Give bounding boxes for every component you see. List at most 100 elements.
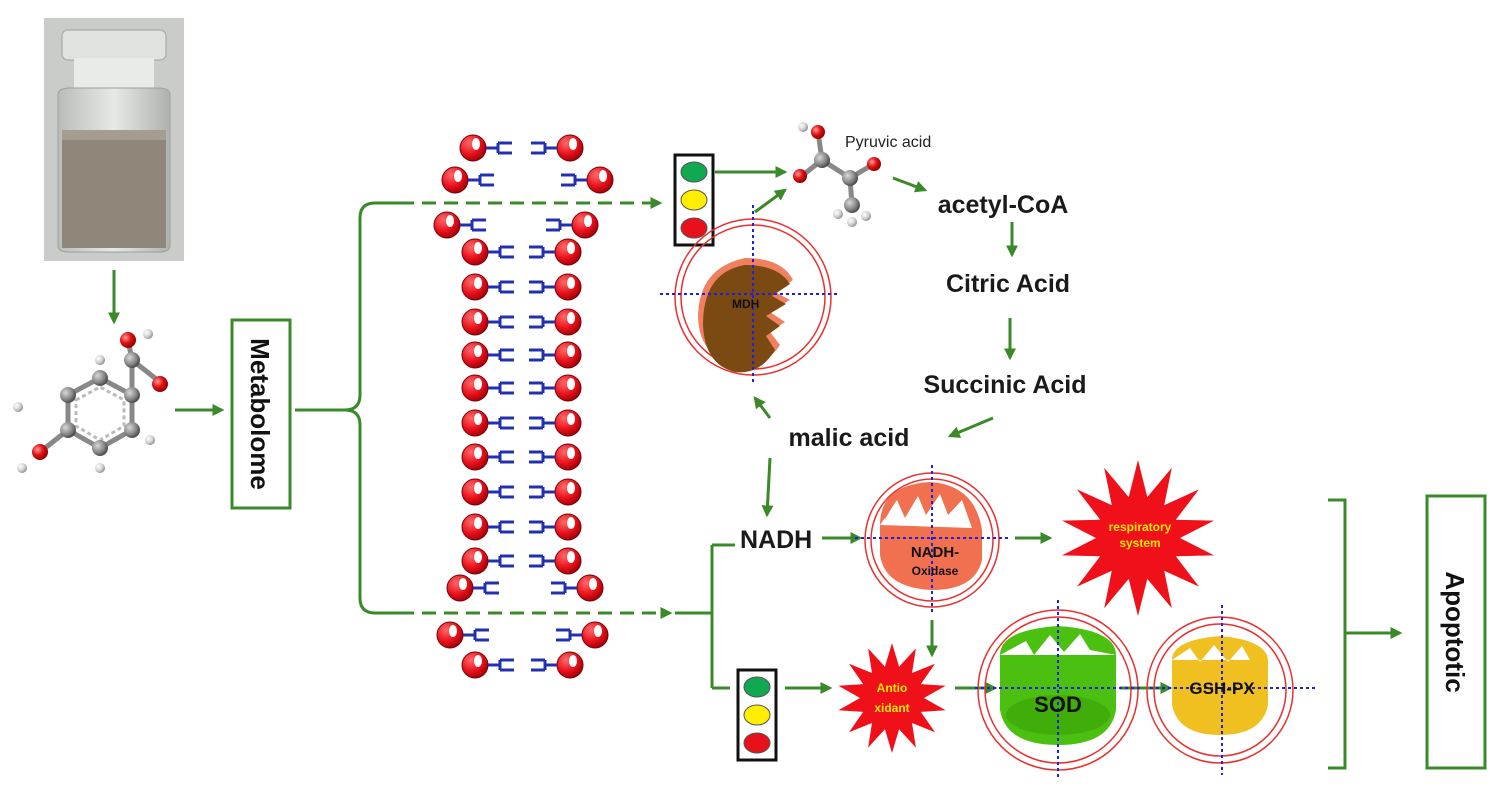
lipid-head (433, 211, 461, 239)
lipid-head (554, 443, 582, 471)
lipid-head (586, 166, 614, 194)
lipid-tail (529, 554, 555, 568)
lipid-head-highlight (567, 517, 575, 529)
lipid-tail (529, 450, 555, 464)
lipid-head-highlight (599, 170, 607, 182)
lipid-head (554, 238, 582, 266)
lipid-head (554, 273, 582, 301)
branch-lower (675, 543, 735, 690)
lipid-tail (531, 141, 557, 155)
lipid-head (576, 574, 604, 602)
nadh-oxidase-label-line2: Oxidase (912, 564, 959, 578)
malic-acid-label: malic acid (789, 424, 910, 452)
lipid-head-highlight (584, 215, 592, 227)
lipid-head-highlight (567, 277, 575, 289)
lipid-head-highlight (567, 378, 575, 390)
lipid-head-highlight (569, 138, 577, 150)
lipid-head (581, 621, 609, 649)
respiratory-label-line2: system (1119, 536, 1160, 550)
lipid-tail (486, 141, 512, 155)
mdh-enzyme: MDH (660, 205, 840, 385)
lipid-head-highlight (472, 138, 480, 150)
nadh-oxidase-label-line1: NADH- (911, 544, 959, 561)
lipid-tail (463, 628, 489, 642)
lipid-head (446, 574, 474, 602)
lipid-tail (488, 554, 514, 568)
lipid-head-highlight (569, 655, 577, 667)
antioxidant-label-line2: xidant (874, 701, 909, 715)
lipid-head (461, 513, 489, 541)
lipid-tail (468, 173, 494, 187)
metabolome-brace (295, 201, 400, 615)
pyruvic-acid-molecule (793, 122, 881, 227)
lipid-head-highlight (567, 345, 575, 357)
lipid-head (461, 308, 489, 336)
lipid-tail (473, 581, 499, 595)
lipid-head-highlight (474, 378, 482, 390)
apoptotic-box: Apoptotic (1425, 494, 1487, 770)
lipid-tail (546, 218, 572, 232)
lipid-tail (488, 658, 514, 672)
lipid-tail (531, 658, 557, 672)
lipid-tail (529, 348, 555, 362)
lipid-tail (529, 485, 555, 499)
lipid-tail (551, 581, 577, 595)
lipid-head-highlight (474, 277, 482, 289)
lipid-head (556, 134, 584, 162)
lipid-tail (488, 520, 514, 534)
sod-enzyme: SOD (975, 600, 1140, 780)
reagent-bottle-photo (44, 18, 184, 261)
lipid-tail (529, 381, 555, 395)
lipid-head (554, 341, 582, 369)
lipid-tail (460, 218, 486, 232)
lipid-head (461, 547, 489, 575)
lipid-tail (488, 280, 514, 294)
lipid-tail (529, 280, 555, 294)
sod-label: SOD (1034, 692, 1082, 717)
pyruvic-acid-label: Pyruvic acid (845, 134, 931, 151)
lipid-head (554, 409, 582, 437)
lipid-head (554, 513, 582, 541)
lipid-head (461, 273, 489, 301)
lipid-tail (488, 485, 514, 499)
lipid-head-highlight (567, 551, 575, 563)
lipid-head-highlight (449, 625, 457, 637)
lipid-tail (529, 245, 555, 259)
respiratory-system-burst: respiratory system (1062, 460, 1214, 616)
lipid-head-highlight (446, 215, 454, 227)
lipid-tail (488, 381, 514, 395)
metabolome-label: Metabolome (245, 338, 275, 490)
lipid-head (554, 374, 582, 402)
lipid-head-highlight (459, 578, 467, 590)
lipid-head (461, 238, 489, 266)
nadh-label: NADH (740, 526, 812, 554)
lipid-tail (529, 315, 555, 329)
lipid-head-highlight (474, 655, 482, 667)
lipid-tail (488, 348, 514, 362)
metabolome-box: Metabolome (230, 318, 292, 510)
lipid-head-highlight (474, 413, 482, 425)
antioxidant-label-line1: Antio (877, 681, 908, 695)
arrow-pyruvic-to-acetylcoa (892, 176, 928, 193)
lipid-head (461, 409, 489, 437)
antioxidant-burst: Antio xidant (838, 643, 946, 753)
lipid-head (459, 134, 487, 162)
lipid-head-highlight (567, 413, 575, 425)
lipid-head-highlight (474, 551, 482, 563)
lipid-head-highlight (474, 482, 482, 494)
lipid-tail (529, 416, 555, 430)
lipid-head (436, 621, 464, 649)
traffic-light-icon-upper (673, 153, 715, 247)
lipid-head (461, 651, 489, 679)
hydroxybenzoic-acid-molecule (13, 329, 168, 473)
lipid-head (554, 308, 582, 336)
lipid-head (461, 341, 489, 369)
lipid-head (554, 547, 582, 575)
lipid-head (461, 374, 489, 402)
lipid-tail (561, 173, 587, 187)
gshpx-label: GSH-PX (1189, 679, 1255, 698)
lipid-head-highlight (567, 242, 575, 254)
nadh-oxidase-enzyme: NADH- Oxidase (855, 465, 1010, 615)
lipid-head (571, 211, 599, 239)
arrow-mdh-to-pyruvic (754, 188, 787, 214)
